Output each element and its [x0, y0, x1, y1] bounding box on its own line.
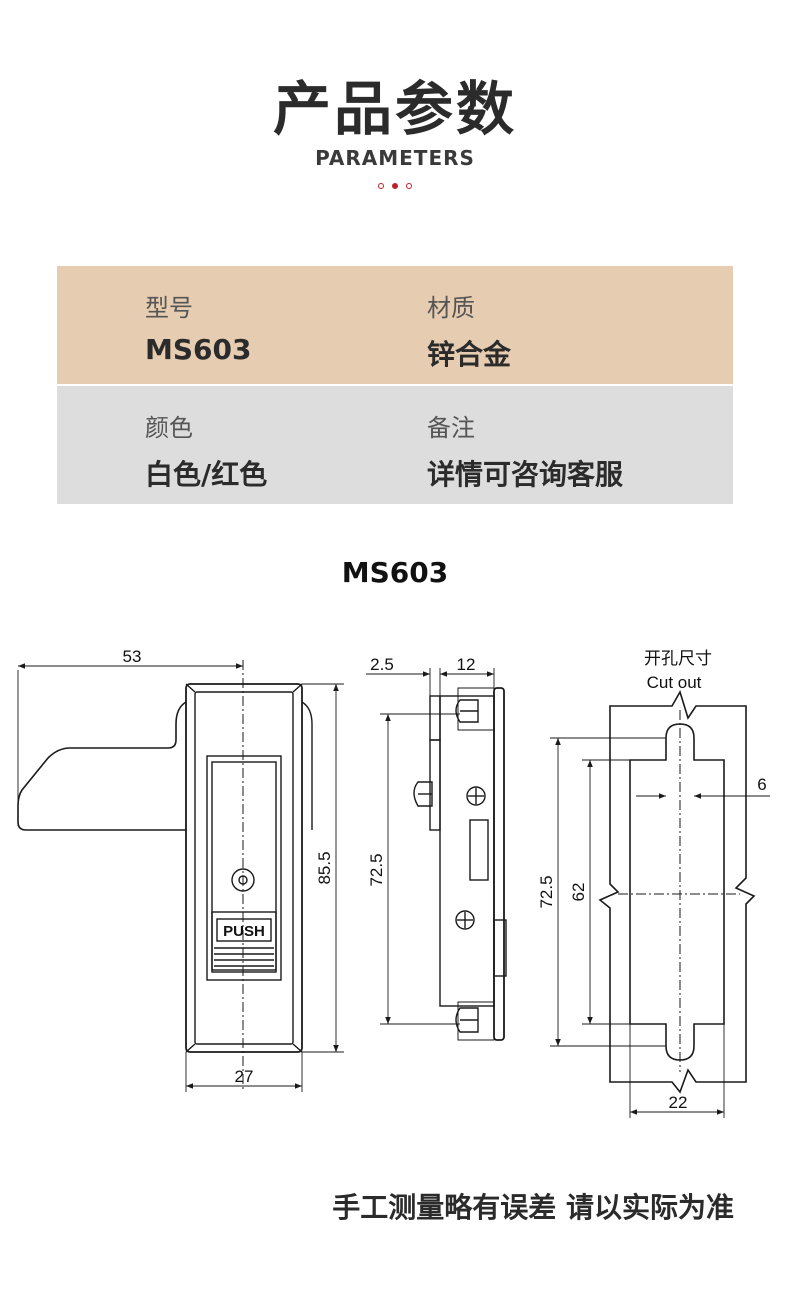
dot-icon — [378, 183, 384, 189]
side-view — [366, 668, 507, 1041]
dot-icon — [406, 183, 412, 189]
spec-value: MS603 — [145, 333, 252, 366]
spec-cell-material: 材质 锌合金 — [427, 288, 511, 373]
spec-table: 型号 MS603 材质 锌合金 颜色 白色/红色 备注 详情可咨询客服 — [57, 266, 733, 504]
dim-72-5-cutout: 72.5 — [537, 875, 556, 908]
drawing-model-title: MS603 — [341, 556, 449, 589]
page-subtitle: PARAMETERS — [315, 146, 475, 170]
dim-22: 22 — [669, 1093, 688, 1112]
technical-drawing: 53 27 85.5 PUSH 2.5 12 72.5 开孔尺寸 Cut out… — [17, 647, 770, 1118]
spec-value: 详情可咨询客服 — [427, 458, 624, 491]
dim-85-5: 85.5 — [315, 851, 334, 884]
decorative-dots — [0, 183, 790, 189]
spec-row: 颜色 白色/红色 备注 详情可咨询客服 — [57, 386, 733, 504]
spec-cell-model: 型号 MS603 — [145, 288, 251, 366]
spec-label: 材质 — [427, 294, 475, 322]
dim-12: 12 — [457, 655, 476, 674]
dim-72-5-side: 72.5 — [367, 853, 386, 886]
spec-row: 型号 MS603 材质 锌合金 — [57, 266, 733, 384]
spec-value: 白色/红色 — [145, 458, 268, 491]
spec-cell-color: 颜色 白色/红色 — [145, 408, 267, 493]
dim-6: 6 — [757, 775, 766, 794]
cutout-title-en: Cut out — [647, 673, 702, 692]
spec-label: 型号 — [145, 294, 193, 322]
footer-note: 手工测量略有误差 请以实际为准 — [332, 1191, 734, 1224]
spec-cell-remark: 备注 详情可咨询客服 — [427, 408, 623, 493]
dim-53: 53 — [123, 647, 142, 666]
spec-label: 颜色 — [145, 414, 193, 442]
cutout-view — [550, 689, 770, 1118]
push-label: PUSH — [223, 923, 265, 940]
page-title: 产品参数 — [272, 75, 517, 143]
cutout-title-cn: 开孔尺寸 — [644, 649, 712, 668]
dim-62: 62 — [569, 883, 588, 902]
dim-2-5: 2.5 — [370, 655, 394, 674]
dot-icon — [392, 183, 398, 189]
spec-label: 备注 — [427, 414, 475, 442]
spec-value: 锌合金 — [427, 338, 512, 371]
dim-27: 27 — [235, 1067, 254, 1086]
front-view — [17, 660, 344, 1092]
